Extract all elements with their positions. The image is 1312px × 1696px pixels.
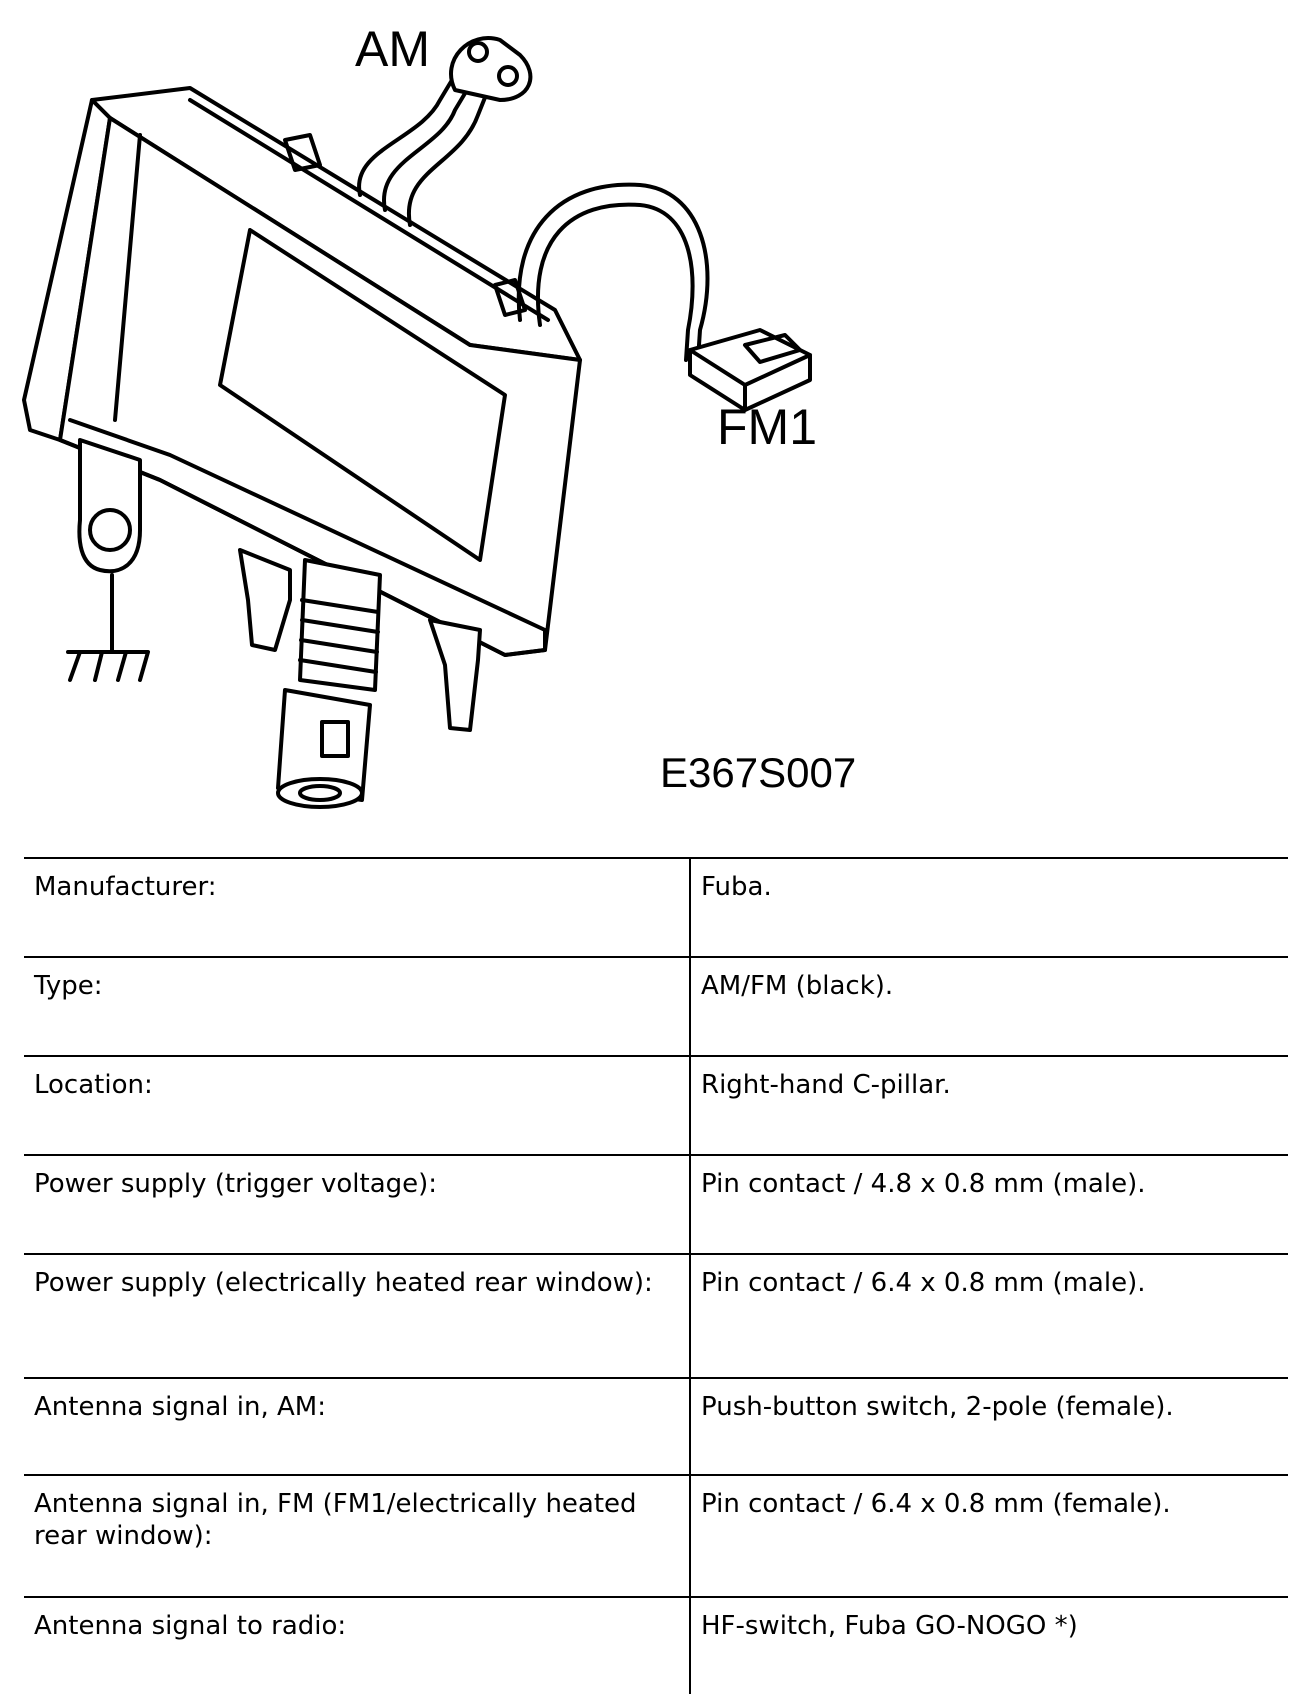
pin-contact-left	[238, 548, 292, 652]
housing-rim	[113, 98, 550, 422]
ground-bracket	[77, 438, 142, 574]
table-row: Location: Right-hand C-pillar.	[24, 1055, 1288, 1156]
am-cable	[357, 78, 492, 227]
callout-fm1: FM1	[717, 399, 817, 455]
spec-label: Power supply (trigger voltage):	[24, 1154, 691, 1255]
fm1-connector-slot	[743, 333, 802, 364]
coax-connector-tip	[276, 777, 364, 809]
fm1-cable	[516, 182, 710, 362]
table-row: Power supply (electrically heated rear w…	[24, 1253, 1288, 1379]
housing-left-side	[22, 98, 112, 442]
ground-symbol	[66, 573, 150, 682]
spec-value: Pin contact / 4.8 x 0.8 mm (male).	[690, 1154, 1288, 1255]
fm1-connector	[688, 328, 812, 412]
spec-label: Type:	[24, 956, 691, 1057]
spec-value: Push-button switch, 2-pole (female).	[690, 1377, 1288, 1476]
coax-connector-bore	[298, 784, 342, 802]
am-ring-hole-1	[467, 41, 489, 63]
ground-bracket-hole	[88, 508, 132, 552]
spec-value: Right-hand C-pillar.	[690, 1055, 1288, 1156]
housing-bottom-ledge	[58, 418, 547, 657]
housing-label-panel	[218, 228, 507, 562]
table-row: Antenna signal in, FM (FM1/electrically …	[24, 1474, 1288, 1598]
spec-label: Antenna signal in, AM:	[24, 1377, 691, 1476]
spec-label: Location:	[24, 1055, 691, 1156]
spec-value: HF-switch, Fuba GO-NOGO *)	[690, 1596, 1288, 1694]
spec-value: Pin contact / 6.4 x 0.8 mm (female).	[690, 1474, 1288, 1598]
top-boss	[283, 133, 527, 317]
spec-table: Manufacturer: Fuba. Type: AM/FM (black).…	[24, 857, 1288, 1694]
table-row: Type: AM/FM (black).	[24, 956, 1288, 1057]
spec-label: Manufacturer:	[24, 857, 691, 958]
antenna-amplifier-drawing	[22, 36, 812, 809]
antenna-amplifier-figure: AM FM1 E367S007	[0, 0, 1312, 820]
table-row: Power supply (trigger voltage): Pin cont…	[24, 1154, 1288, 1255]
spec-label: Power supply (electrically heated rear w…	[24, 1253, 691, 1379]
pin-contact-right	[428, 618, 482, 732]
spec-value: AM/FM (black).	[690, 956, 1288, 1057]
table-row: Manufacturer: Fuba.	[24, 857, 1288, 958]
coax-connector-window	[320, 720, 350, 758]
callout-am: AM	[355, 21, 430, 77]
table-row: Antenna signal in, AM: Push-button switc…	[24, 1377, 1288, 1476]
spec-label: Antenna signal to radio:	[24, 1596, 691, 1694]
spec-value: Pin contact / 6.4 x 0.8 mm (male).	[690, 1253, 1288, 1379]
am-ring-terminal	[449, 36, 533, 102]
spec-label: Antenna signal in, FM (FM1/electrically …	[24, 1474, 691, 1598]
am-ring-hole-2	[497, 65, 519, 87]
spec-value: Fuba.	[690, 857, 1288, 958]
coax-connector-rings	[298, 598, 380, 674]
figure-code: E367S007	[660, 749, 857, 796]
table-row: Antenna signal to radio: HF-switch, Fuba…	[24, 1596, 1288, 1694]
